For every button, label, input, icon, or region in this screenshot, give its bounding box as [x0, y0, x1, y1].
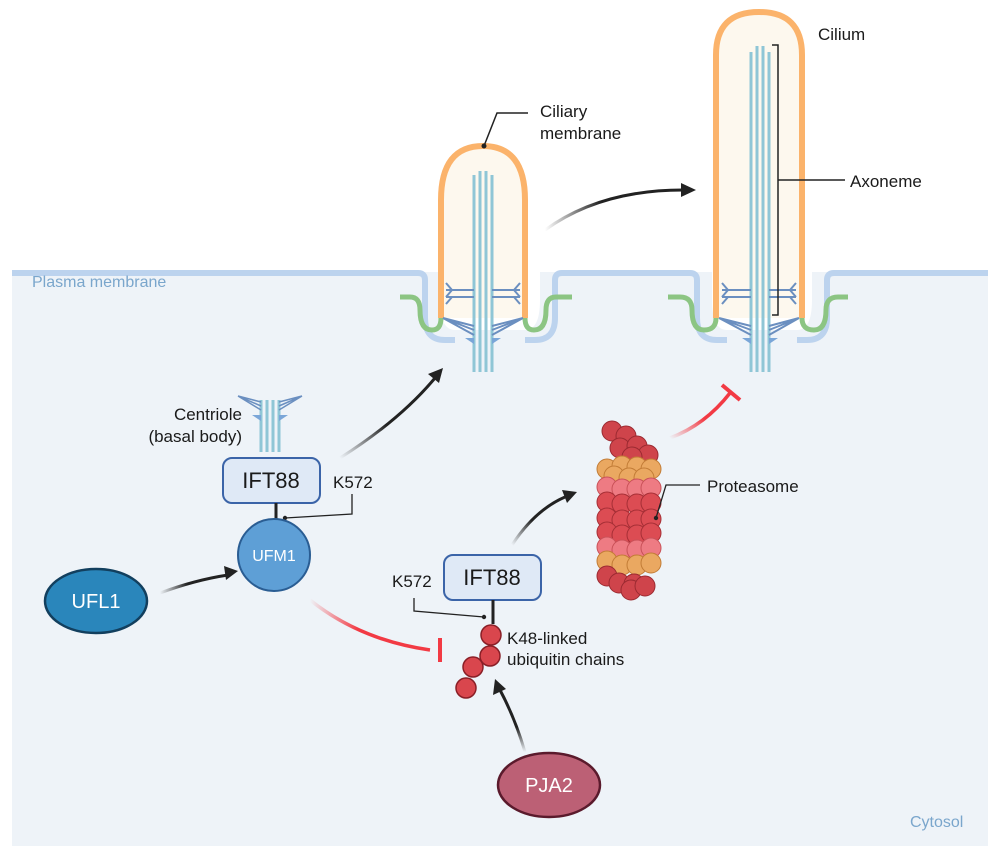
- ufl1-label: UFL1: [72, 591, 121, 613]
- pja2-node: [496, 751, 602, 819]
- cytosol-label: Cytosol: [910, 814, 963, 831]
- ubiquitin-label-line1: K48-linked: [507, 629, 587, 648]
- arrow-early-to-mature-cilium: [544, 183, 696, 232]
- ift88-top-label: IFT88: [242, 468, 299, 493]
- ift88-bottom-node: [443, 554, 542, 624]
- ufl1-node: [43, 567, 149, 635]
- centriole-icon: [237, 395, 303, 452]
- ciliary-membrane-label-line1: Ciliary: [540, 102, 588, 121]
- centriole-label-line1: Centriole: [174, 405, 242, 424]
- ufm1-node: [237, 518, 311, 592]
- inhibition-ufm1-to-ubiquitin: [308, 598, 442, 662]
- axoneme-label: Axoneme: [850, 172, 922, 191]
- k572-top-leader: [284, 494, 353, 519]
- proteasome-icon: [596, 420, 662, 601]
- arrow-ufl1-to-ufm1: [159, 566, 238, 595]
- cilium-label: Cilium: [818, 25, 865, 44]
- axoneme-mature: [749, 46, 771, 372]
- ufm1-label: UFM1: [252, 548, 296, 565]
- early-cilium: [400, 142, 572, 372]
- ubiquitin-chain: [455, 624, 502, 699]
- k572-top-label: K572: [333, 473, 373, 492]
- ift88-bottom-label: IFT88: [463, 565, 520, 590]
- plasma-membrane-label: Plasma membrane: [32, 274, 166, 291]
- centriole-label-line2: (basal body): [148, 427, 242, 446]
- k572-bottom-label: K572: [392, 572, 432, 591]
- pja2-label: PJA2: [525, 775, 573, 797]
- proteasome-leader: [655, 484, 700, 519]
- proteasome-label: Proteasome: [707, 477, 799, 496]
- arrow-ift88-to-early-cilium: [339, 368, 443, 460]
- ciliary-membrane-label-line2: membrane: [540, 124, 621, 143]
- arrow-ift88-to-proteasome: [510, 490, 577, 546]
- ciliary-membrane-leader: [483, 112, 528, 147]
- inhibition-proteasome-to-cilium: [669, 383, 742, 440]
- mature-cilium: [668, 8, 848, 372]
- arrow-pja2-to-ubiquitin: [493, 679, 527, 753]
- ift88-top-node: [222, 457, 321, 522]
- ubiquitin-label-line2: ubiquitin chains: [507, 650, 624, 669]
- k572-bottom-leader: [413, 598, 485, 618]
